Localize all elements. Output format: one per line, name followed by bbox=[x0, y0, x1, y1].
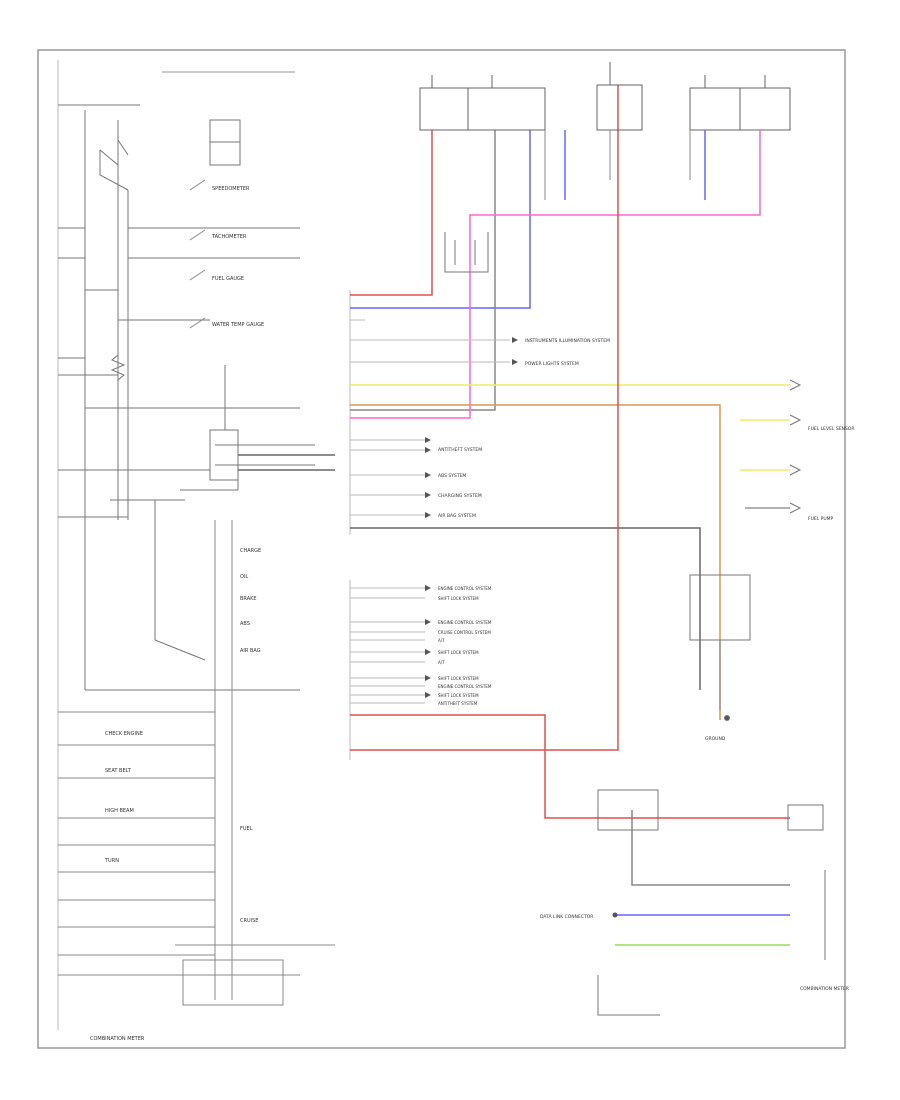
right-component-2: GROUND bbox=[705, 736, 726, 742]
lower-left-box bbox=[597, 789, 659, 831]
gauge-label-1: TACHOMETER bbox=[211, 234, 247, 240]
diagram-frame bbox=[37, 49, 846, 1049]
indicator-label-2: BRAKE bbox=[240, 596, 257, 602]
indicator-label-3: ABS bbox=[240, 621, 250, 627]
bottom-ref-3: CRUISE CONTROL SYSTEM bbox=[438, 630, 491, 635]
lower-right-connector bbox=[787, 804, 824, 831]
right-component-1: FUEL PUMP bbox=[808, 516, 834, 522]
gauge-label-3: WATER TEMP GAUGE bbox=[212, 322, 264, 328]
bottom-ref-7: SHIFT LOCK SYSTEM bbox=[438, 676, 479, 681]
bottom-ref-5: SHIFT LOCK SYSTEM bbox=[438, 650, 479, 655]
wires bbox=[238, 85, 790, 946]
bottom-ref-0: ENGINE CONTROL SYSTEM bbox=[438, 586, 492, 591]
gauge-label-0: SPEEDOMETER bbox=[212, 186, 250, 192]
indicator-label-4: AIR BAG bbox=[240, 648, 261, 654]
footer-label: COMBINATION METER bbox=[90, 1036, 145, 1042]
indicator-label-10: CRUISE bbox=[240, 918, 258, 924]
left-cluster bbox=[58, 104, 315, 691]
wire-red-lower bbox=[350, 714, 790, 819]
lower-right-label-1: COMBINATION METER bbox=[800, 986, 849, 992]
indicator-label-7: HIGH BEAM bbox=[105, 808, 134, 814]
right-components bbox=[689, 379, 802, 721]
indicator-label-5: CHECK ENGINE bbox=[105, 731, 143, 737]
wire-orange bbox=[350, 404, 721, 720]
bottom-ref-1: SHIFT LOCK SYSTEM bbox=[438, 596, 479, 601]
fuse-box-2 bbox=[596, 84, 643, 131]
system-ref-4: CHARGING SYSTEM bbox=[438, 493, 482, 499]
indicator-label-9: FUEL bbox=[240, 826, 253, 832]
bottom-ref-4: A/T bbox=[438, 638, 445, 643]
bottom-ref-8: ENGINE CONTROL SYSTEM bbox=[438, 684, 492, 689]
indicator-column bbox=[58, 520, 335, 1006]
wire-blue-top bbox=[350, 130, 531, 309]
system-ref-5: AIR BAG SYSTEM bbox=[438, 513, 476, 519]
wire-gray-top bbox=[350, 130, 496, 411]
indicator-label-6: SEAT BELT bbox=[105, 768, 132, 774]
junction-block bbox=[444, 232, 489, 273]
system-ref-3: ABS SYSTEM bbox=[438, 473, 466, 479]
system-ref-1: POWER LIGHTS SYSTEM bbox=[525, 361, 579, 367]
bottom-ref-6: A/T bbox=[438, 660, 445, 665]
gauge-switches bbox=[189, 179, 206, 329]
bottom-ref-2: ENGINE CONTROL SYSTEM bbox=[438, 620, 492, 625]
bottom-ref-10: ANTITHEFT SYSTEM bbox=[438, 701, 478, 706]
lower-right bbox=[597, 789, 826, 1016]
wire-pink bbox=[350, 190, 761, 419]
system-ref-0: INSTRUMENTS ILLUMINATION SYSTEM bbox=[525, 338, 610, 344]
connector-arrows bbox=[425, 337, 518, 698]
indicator-label-8: TURN bbox=[104, 858, 119, 864]
wire-red-long bbox=[350, 85, 619, 751]
indicator-label-0: CHARGE bbox=[240, 548, 261, 554]
wire-black-right bbox=[350, 527, 701, 690]
gauge-label-2: FUEL GAUGE bbox=[212, 276, 244, 282]
wire-red-top bbox=[350, 130, 433, 296]
right-component-0: FUEL LEVEL SENSOR bbox=[808, 426, 854, 432]
fuse-box-1 bbox=[419, 87, 546, 131]
pin-stubs bbox=[350, 319, 510, 704]
wire-gray-lower bbox=[631, 810, 790, 886]
system-ref-2: ANTITHEFT SYSTEM bbox=[438, 447, 482, 453]
indicator-label-1: OIL bbox=[240, 574, 248, 580]
bottom-ref-9: SHIFT LOCK SYSTEM bbox=[438, 693, 479, 698]
lower-right-label-0: DATA LINK CONNECTOR bbox=[540, 914, 593, 920]
top-fuses bbox=[419, 62, 791, 200]
